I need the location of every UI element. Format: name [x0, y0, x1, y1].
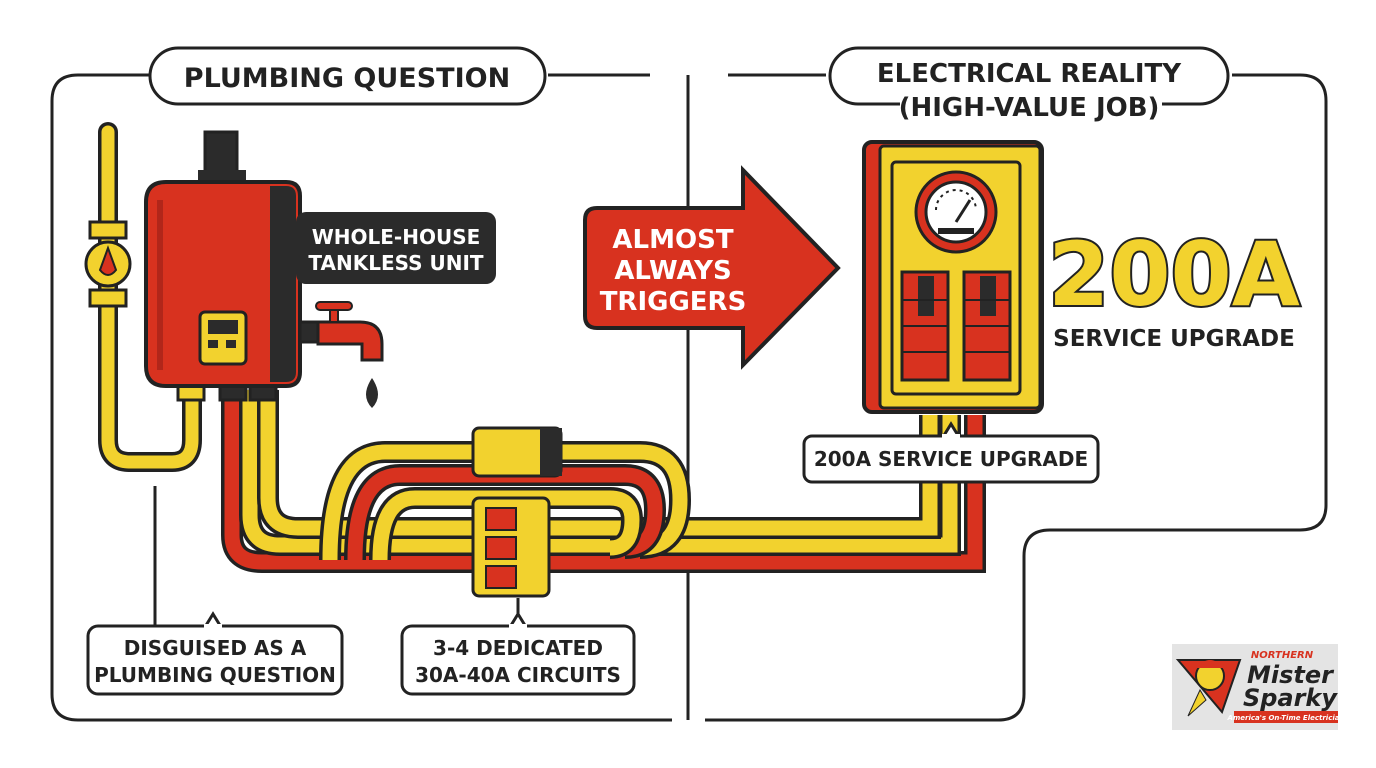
right-title-pill: ELECTRICAL REALITY (HIGH-VALUE JOB) — [828, 46, 1230, 123]
callout-plumbing: DISGUISED AS A PLUMBING QUESTION — [86, 611, 344, 696]
water-heater-icon — [144, 130, 302, 402]
panel-callout-text: 200A SERVICE UPGRADE — [814, 447, 1088, 471]
triggers-arrow: ALMOST ALWAYS TRIGGERS — [583, 165, 841, 370]
circuit-breaker-block-icon — [471, 496, 551, 598]
arrow-text-line2: ALWAYS — [614, 256, 731, 286]
left-panel-frame — [50, 73, 672, 722]
gas-valve-icon — [84, 220, 132, 308]
right-panel-title-line2: (HIGH-VALUE JOB) — [899, 93, 1160, 123]
breaker-panel-icon — [862, 140, 1044, 414]
logo-tagline: America's On-Time Electrician — [1227, 714, 1345, 722]
logo-line1: NORTHERN — [1251, 650, 1314, 661]
left-title-pill: PLUMBING QUESTION — [148, 46, 547, 106]
heater-label-line2: TANKLESS UNIT — [308, 251, 484, 275]
loop-cables — [319, 441, 692, 561]
arrow-text-line3: TRIGGERS — [600, 287, 747, 317]
heater-label: WHOLE-HOUSE TANKLESS UNIT — [296, 212, 496, 284]
mascot-icon — [1187, 660, 1225, 717]
callout-circuits-line1: 3-4 DEDICATED — [433, 636, 603, 660]
big-amperage-subtitle: SERVICE UPGRADE — [1053, 326, 1295, 352]
arrow-text-line1: ALMOST — [612, 225, 733, 255]
logo-line2: Mister — [1247, 661, 1335, 689]
junction-box-icon — [471, 426, 563, 478]
big-amperage: 200A — [1048, 223, 1300, 326]
right-panel-title-line1: ELECTRICAL REALITY — [877, 59, 1182, 89]
right-panel-frame — [705, 73, 1328, 722]
faucet-icon — [298, 301, 384, 362]
breaker-columns — [900, 270, 1012, 382]
water-drop-icon — [366, 378, 378, 408]
panel-callout: 200A SERVICE UPGRADE — [802, 421, 1100, 484]
callout-circuits: 3-4 DEDICATED 30A-40A CIRCUITS — [400, 598, 636, 696]
callout-plumbing-line1: DISGUISED AS A — [124, 636, 307, 660]
heater-label-line1: WHOLE-HOUSE — [312, 225, 481, 249]
logo-line3: Sparky — [1243, 684, 1338, 712]
left-panel-title: PLUMBING QUESTION — [184, 63, 510, 94]
gauge-icon — [914, 170, 998, 254]
callout-circuits-line2: 30A-40A CIRCUITS — [415, 663, 621, 687]
callout-plumbing-line2: PLUMBING QUESTION — [94, 663, 336, 687]
mister-sparky-logo: NORTHERN Mister Sparky America's On-Time… — [1172, 644, 1344, 730]
